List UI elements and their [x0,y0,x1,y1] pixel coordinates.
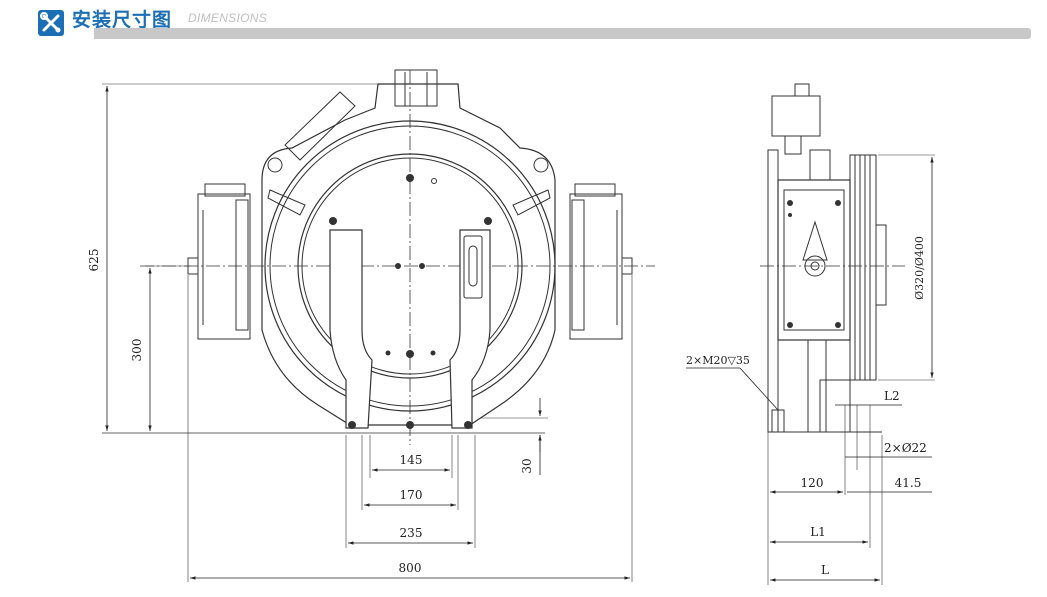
traction-sheave [849,154,877,381]
lifting-eye-right [533,157,549,173]
brake-lever-right [512,189,551,216]
dim-800: 800 [399,561,422,575]
dim-625: 625 [87,249,101,272]
side-support-leg [807,339,827,433]
lifting-eye-left [267,157,283,173]
side-back-plate [767,149,779,433]
terminal-box [284,91,356,161]
dim-41-5: 41.5 [895,476,922,490]
outer-ring [264,120,556,412]
motor-housing [261,83,556,426]
side-shaft [804,255,826,277]
support-arm-right [449,229,491,429]
front-view [102,69,655,582]
brake-unit-right [569,193,623,340]
dim-120: 120 [801,476,824,490]
ring-bolts [329,174,492,358]
foot-bolts [348,421,472,429]
page-subtitle: DIMENSIONS [188,11,268,25]
arm-slot [463,235,483,299]
side-view [760,83,935,585]
title-underline-bar [94,28,1031,39]
page-header: 安装尺寸图 DIMENSIONS [0,0,1047,44]
dim-300: 300 [130,339,144,362]
support-arm-left [329,229,373,429]
wrench-screwdriver-icon [40,12,61,33]
leader-bolts [739,367,779,411]
page-title: 安装尺寸图 [72,9,173,31]
brake-disc [297,153,523,379]
dim-bolts: 2×M20▽35 [686,354,750,367]
dim-sheave-diameter: Ø320/Ø400 [913,236,926,300]
dim-l1: L1 [810,525,826,539]
dim-145: 145 [400,453,423,467]
dim-235: 235 [400,526,423,540]
side-terminal-box [771,95,821,137]
dim-l: L [821,563,829,577]
brake-unit-left [197,193,251,340]
dim-holes: 2×Ø22 [884,441,927,455]
top-terminal-block [394,69,438,107]
dim-30: 30 [520,458,534,473]
dim-170: 170 [400,488,423,502]
brake-lever-left [267,189,306,216]
logo [38,10,64,36]
dim-l2: L2 [884,389,900,403]
